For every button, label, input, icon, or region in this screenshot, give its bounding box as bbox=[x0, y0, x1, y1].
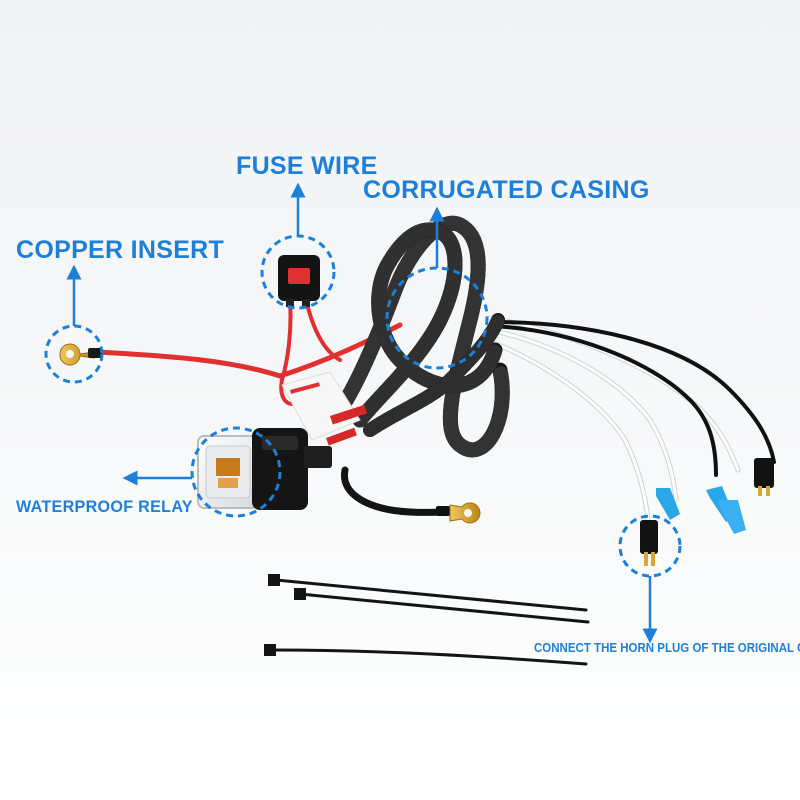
horn-plugs bbox=[640, 458, 774, 566]
fuse-wire-label: FUSE WIRE bbox=[236, 152, 378, 180]
corrugated-casing-label: CORRUGATED CASING bbox=[363, 176, 650, 204]
white-wires bbox=[483, 315, 741, 523]
callout-circle-casing bbox=[385, 266, 489, 370]
fuse-holder bbox=[278, 255, 320, 307]
black-wires bbox=[490, 320, 776, 477]
callout-circle-relay bbox=[190, 426, 282, 518]
copper-insert-label: COPPER INSERT bbox=[16, 236, 225, 264]
harness-label-sleeve bbox=[281, 371, 368, 446]
ground-fork-terminal bbox=[436, 502, 481, 524]
callout-arrows bbox=[66, 182, 658, 644]
corrugated-casing bbox=[332, 215, 510, 516]
callout-circle-copper bbox=[44, 324, 104, 384]
blue-spade-connectors bbox=[656, 486, 746, 534]
cable-ties bbox=[264, 574, 590, 666]
copper-fork-terminal bbox=[59, 343, 102, 366]
waterproof-relay-label: WATERPROOF RELAY bbox=[16, 497, 193, 516]
horn-plug-label: CONNECT THE HORN PLUG OF THE ORIGINAL CA… bbox=[534, 641, 800, 655]
waterproof-relay bbox=[197, 428, 332, 510]
callout-circle-horn-plug bbox=[618, 514, 682, 578]
